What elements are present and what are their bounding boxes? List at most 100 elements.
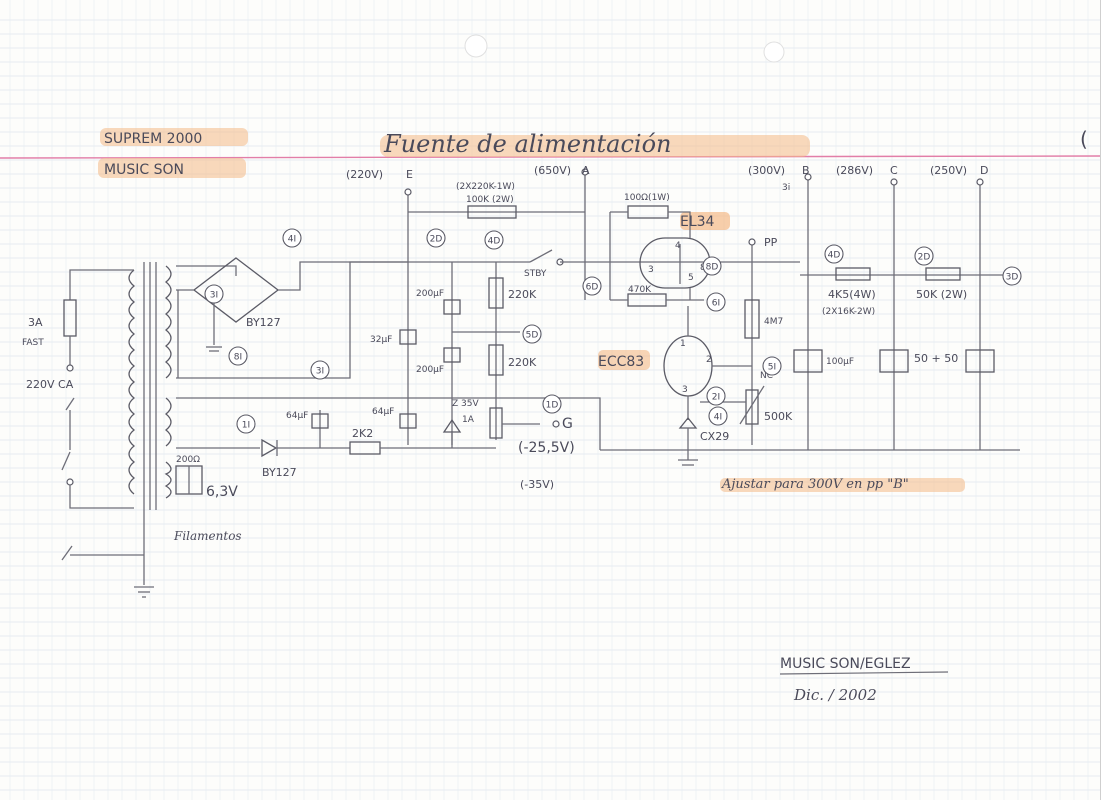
cap-64b-label: 64µF <box>372 407 394 417</box>
marker-label: 2D <box>430 235 443 245</box>
model-text: SUPREM 2000 <box>104 131 202 147</box>
marker-label: 4I <box>714 413 722 423</box>
voltage-e: (220V) <box>346 168 383 181</box>
cap-32 <box>399 329 417 345</box>
node-a-letter: A <box>582 164 590 177</box>
marker-circle <box>542 394 562 414</box>
hv-rail <box>350 168 800 445</box>
page-title: Fuente de alimentación <box>383 130 672 158</box>
marker-label: 4D <box>828 251 841 261</box>
fuse-sublabel: FAST <box>22 338 44 348</box>
marker-label: 6D <box>586 283 599 293</box>
diode-label: BY127 <box>262 466 297 479</box>
highlight-model <box>100 128 248 146</box>
punch-hole-right <box>763 41 785 63</box>
marker-circle <box>310 360 330 380</box>
marker-circle <box>204 284 224 304</box>
r-4k5-label: 4K5(4W) <box>828 288 876 301</box>
cap-64-a <box>311 413 329 429</box>
signature-line1: MUSIC SON/EGLEZ <box>780 656 911 672</box>
node-d-letter: D <box>980 164 988 177</box>
marker-circle <box>824 244 844 264</box>
marker-circle <box>708 406 728 426</box>
r-220k-a <box>488 277 504 309</box>
r-50k-label: 50K (2W) <box>916 288 967 301</box>
highlight-ecc83 <box>598 350 650 370</box>
bias-pot <box>489 407 503 439</box>
g-voltage: (-25,5V) <box>518 440 575 456</box>
ecc83-pin1: 1 <box>680 339 686 349</box>
el34-pin4: 4 <box>675 241 681 251</box>
highlight-el34 <box>680 212 730 230</box>
bridge-label: BY127 <box>246 316 281 329</box>
r-100k <box>467 205 517 219</box>
marker-label: 3I <box>316 367 324 377</box>
r-470k-label: 470K <box>628 285 652 295</box>
brand-text: MUSIC SON <box>104 162 184 178</box>
highlight-brand <box>98 158 246 178</box>
marker-circle <box>228 346 248 366</box>
r-220k-b-label: 220K <box>508 356 537 369</box>
marker-circle <box>762 356 782 376</box>
marker-circle <box>582 276 602 296</box>
marker-label: 3D <box>1006 273 1019 283</box>
ecc83-pin2: 2 <box>706 355 712 365</box>
cap-32-label: 32µF <box>370 335 392 345</box>
voltage-c: (286V) <box>836 164 873 177</box>
cap-64a-label: 64µF <box>286 411 308 421</box>
r-100ohm-label: 100Ω(1W) <box>624 193 670 203</box>
marker-circle <box>484 230 504 250</box>
highlight-note <box>720 478 965 492</box>
node-b-letter: B <box>802 164 810 177</box>
marker-label: 1I <box>242 421 250 431</box>
cap-200-b <box>443 347 461 363</box>
voltage-a: (650V) <box>534 164 571 177</box>
cap-50a <box>879 349 909 373</box>
ecc83-pin3: 3 <box>682 385 688 395</box>
primary-circuit <box>61 269 154 598</box>
marker-label: 1D <box>546 401 559 411</box>
signature-line2: Dic. / 2002 <box>793 686 877 704</box>
bias-supply <box>176 397 601 458</box>
marker-label: 6I <box>712 299 720 309</box>
cap-100-label: 100µF <box>826 357 854 367</box>
el34-pin5: 5 <box>688 273 694 283</box>
r-top-label2: 100K (2W) <box>466 195 514 205</box>
voltage-b: (300V) <box>748 164 785 177</box>
marker-circle <box>702 256 722 276</box>
marker-circle <box>426 228 446 248</box>
g-letter: G <box>562 416 573 432</box>
marker-label: 2I <box>712 393 720 403</box>
zener-sublabel: 1A <box>462 415 475 425</box>
diode-by127 <box>261 438 278 458</box>
cap-200b-label: 200µF <box>416 365 444 375</box>
cap-200a-label: 200µF <box>416 289 444 299</box>
filament-label: Filamentos <box>173 529 242 543</box>
marker-label: 5D <box>526 331 539 341</box>
corner-mark: ( <box>1080 127 1088 151</box>
cap-100 <box>793 349 823 373</box>
marker-label: 4I <box>288 235 296 245</box>
nc-label: NC <box>760 371 773 381</box>
pot-500k <box>745 389 759 425</box>
marker-circle <box>522 324 542 344</box>
marker-label: 5I <box>768 363 776 373</box>
node-c-letter: C <box>890 164 898 177</box>
cap-50-label: 50 + 50 <box>914 352 958 365</box>
marker-label: 2D <box>918 253 931 263</box>
r-top-label: (2X220K-1W) <box>456 182 515 192</box>
mains-label: 220V CA <box>26 378 74 391</box>
pot-label: 500K <box>764 410 793 423</box>
node-e-letter: E <box>406 168 413 181</box>
highlight-title <box>380 135 810 157</box>
r-4k5 <box>835 267 871 281</box>
filament-circuit <box>175 465 203 495</box>
marker-label: 8I <box>234 353 242 363</box>
el34-label: EL34 <box>680 214 715 230</box>
el34-pin3: 3 <box>648 265 654 275</box>
marker-circle <box>236 414 256 434</box>
marker-label: 8D <box>706 263 719 273</box>
marker-circle <box>706 292 726 312</box>
